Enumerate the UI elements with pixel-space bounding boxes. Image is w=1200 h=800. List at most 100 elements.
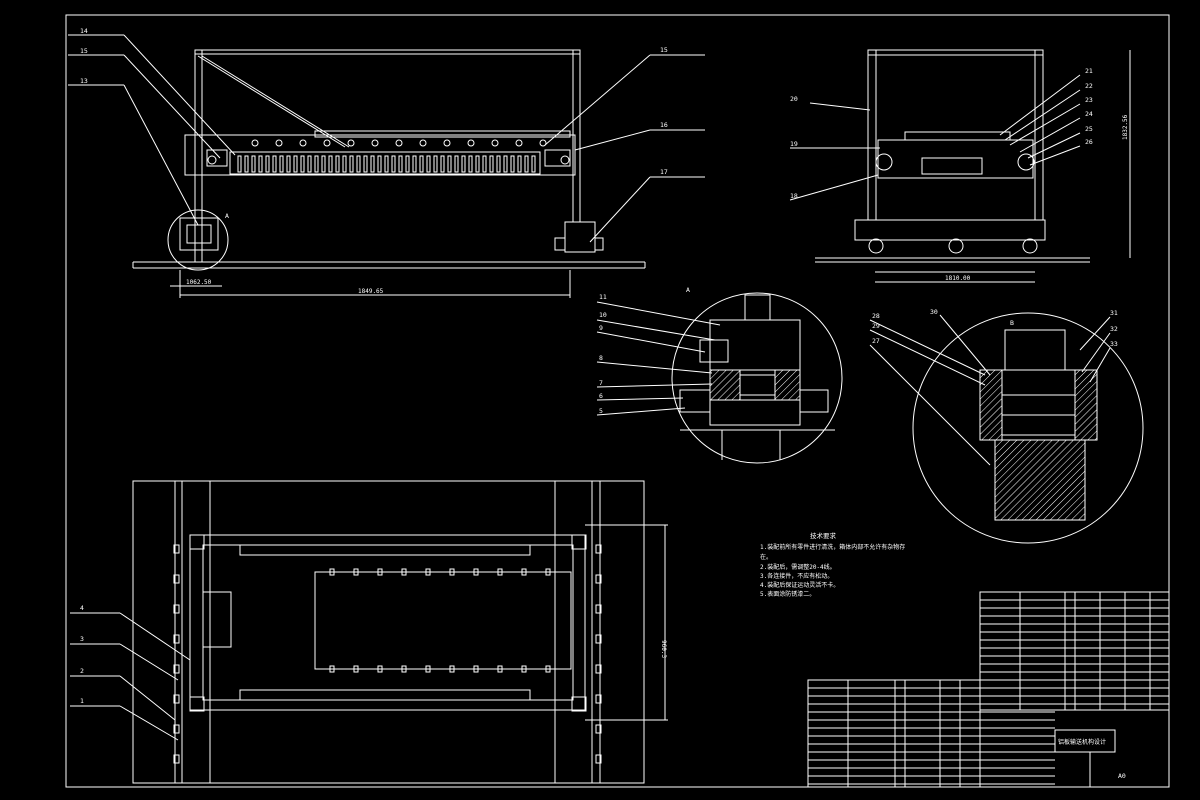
front-label-17: 17 bbox=[660, 168, 668, 176]
roller bbox=[384, 155, 389, 173]
side-label-24: 24 bbox=[1085, 110, 1093, 118]
tech-req-line-5: 4.装配后保证运动灵活不卡。 bbox=[760, 581, 839, 589]
detail-a-label-7: 7 bbox=[599, 379, 603, 387]
roller bbox=[419, 155, 424, 173]
bolt bbox=[521, 568, 527, 576]
rail-clip bbox=[595, 754, 602, 764]
bolt bbox=[545, 568, 551, 576]
front-view bbox=[68, 34, 705, 298]
front-label-a: A bbox=[225, 212, 229, 220]
roller bbox=[258, 155, 263, 173]
plan-label-3: 3 bbox=[80, 635, 84, 643]
rail-clip bbox=[595, 634, 602, 644]
detail-a-label-5: 5 bbox=[599, 407, 603, 415]
detail-a-label-8: 8 bbox=[599, 354, 603, 362]
tech-req-line-2: 在。 bbox=[760, 553, 772, 561]
bolt bbox=[425, 568, 431, 576]
dim-front-overall: 1849.65 bbox=[358, 288, 384, 295]
rail-clip bbox=[595, 664, 602, 674]
plan-view bbox=[70, 480, 668, 784]
tech-req-line-6: 5.表面涂防锈漆二。 bbox=[760, 590, 815, 598]
side-label-25: 25 bbox=[1085, 125, 1093, 133]
detail-a-label-11: 11 bbox=[599, 293, 607, 301]
roller bbox=[391, 155, 396, 173]
roller bbox=[356, 155, 361, 173]
roller bbox=[237, 155, 242, 173]
detail-b-label-32: 32 bbox=[1110, 325, 1118, 333]
rail-clip bbox=[173, 574, 180, 584]
roller bbox=[447, 155, 452, 173]
roller bbox=[377, 155, 382, 173]
roller bbox=[510, 155, 515, 173]
roller bbox=[398, 155, 403, 173]
front-label-15a: 15 bbox=[80, 47, 88, 55]
roller bbox=[314, 155, 319, 173]
roller bbox=[300, 155, 305, 173]
side-label-21: 21 bbox=[1085, 67, 1093, 75]
detail-b-label-30: 30 bbox=[930, 308, 938, 316]
roller bbox=[272, 155, 277, 173]
roller bbox=[482, 155, 487, 173]
detail-b bbox=[869, 312, 1144, 544]
front-label-13: 13 bbox=[80, 77, 88, 85]
bolt-hole bbox=[371, 139, 379, 147]
bolt bbox=[449, 665, 455, 673]
side-label-20: 20 bbox=[790, 95, 798, 103]
roller bbox=[524, 155, 529, 173]
rail-clip bbox=[173, 724, 180, 734]
detail-a-title: A bbox=[686, 286, 690, 294]
tech-req-line-1: 1.装配前所有零件进行清洗，箱体内部不允许有杂物存 bbox=[760, 543, 905, 551]
roller bbox=[335, 155, 340, 173]
bolt-hole bbox=[419, 139, 427, 147]
bolt-hole bbox=[539, 139, 547, 147]
rail-clip bbox=[595, 574, 602, 584]
bolt-hole bbox=[515, 139, 523, 147]
rail-clip bbox=[173, 544, 180, 554]
bolt bbox=[377, 665, 383, 673]
bolt-hole bbox=[299, 139, 307, 147]
roller bbox=[279, 155, 284, 173]
rail-clip bbox=[173, 604, 180, 614]
front-label-14: 14 bbox=[80, 27, 88, 35]
bolt-hole bbox=[275, 139, 283, 147]
side-label-19: 19 bbox=[790, 140, 798, 148]
bolt bbox=[473, 665, 479, 673]
bolt bbox=[521, 665, 527, 673]
front-label-16: 16 bbox=[660, 121, 668, 129]
roller bbox=[321, 155, 326, 173]
roller bbox=[265, 155, 270, 173]
bolt-hole bbox=[251, 139, 259, 147]
detail-a-label-9: 9 bbox=[599, 324, 603, 332]
bolt bbox=[425, 665, 431, 673]
roller bbox=[454, 155, 459, 173]
bolt bbox=[401, 665, 407, 673]
bolt-hole bbox=[443, 139, 451, 147]
tech-req-title: 技术要求 bbox=[810, 531, 837, 540]
detail-a-label-10: 10 bbox=[599, 311, 607, 319]
roller bbox=[328, 155, 333, 173]
roller bbox=[342, 155, 347, 173]
bolt bbox=[401, 568, 407, 576]
side-label-23: 23 bbox=[1085, 96, 1093, 104]
drawing-border bbox=[65, 14, 1170, 788]
rail-clip bbox=[173, 664, 180, 674]
roller bbox=[412, 155, 417, 173]
dim-side-height: 1832.56 bbox=[1122, 114, 1129, 140]
roller bbox=[468, 155, 473, 173]
roller bbox=[307, 155, 312, 173]
dim-side-width: 1810.00 bbox=[945, 275, 971, 282]
side-label-18: 18 bbox=[790, 192, 798, 200]
bolt bbox=[449, 568, 455, 576]
roller bbox=[370, 155, 375, 173]
bolt bbox=[377, 568, 383, 576]
title-block-name: 铝板输送机构设计 bbox=[1058, 738, 1106, 746]
bolt bbox=[473, 568, 479, 576]
bolt-hole bbox=[323, 139, 331, 147]
roller bbox=[531, 155, 536, 173]
dim-plan-height: 960.3 bbox=[660, 640, 667, 658]
detail-a-label-6: 6 bbox=[599, 392, 603, 400]
bolt bbox=[329, 568, 335, 576]
bolt-hole bbox=[467, 139, 475, 147]
rail-clip bbox=[173, 694, 180, 704]
